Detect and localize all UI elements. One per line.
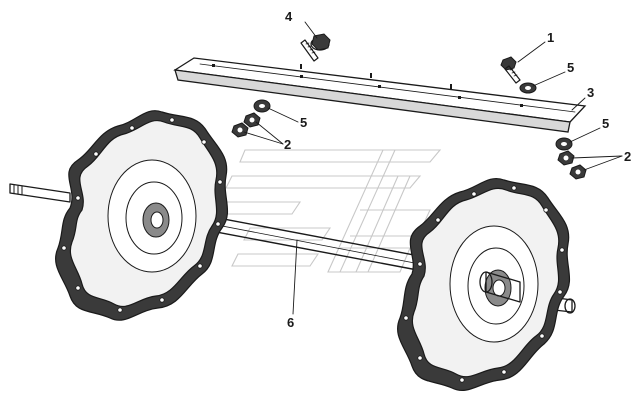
- watermark-logo: [215, 149, 442, 273]
- nuts-2-left: [231, 112, 261, 138]
- callout-6: 6: [287, 315, 294, 330]
- washer-5-top: [519, 82, 537, 94]
- right-sprocket-wheel: [397, 178, 571, 392]
- bolt-4: [300, 33, 331, 62]
- leader-lines: [243, 21, 623, 315]
- left-sprocket-wheel: [55, 110, 229, 321]
- right-hub-collar: [479, 271, 521, 303]
- angle-bar: [173, 57, 587, 133]
- callout-5a: 5: [567, 60, 574, 75]
- washer-5-left: [253, 99, 271, 113]
- callout-2b: 2: [624, 149, 631, 164]
- callout-1: 1: [547, 30, 554, 45]
- callout-2a: 2: [284, 137, 291, 152]
- callout-5c: 5: [602, 116, 609, 131]
- callout-5b: 5: [300, 115, 307, 130]
- bolt-1: [500, 56, 521, 84]
- callout-labels: 1 2 2 3 4 5 5 5 6: [284, 9, 631, 330]
- washer-5-right: [555, 137, 573, 151]
- callout-4: 4: [285, 9, 293, 24]
- callout-3: 3: [587, 85, 594, 100]
- nuts-2-right: [557, 150, 587, 180]
